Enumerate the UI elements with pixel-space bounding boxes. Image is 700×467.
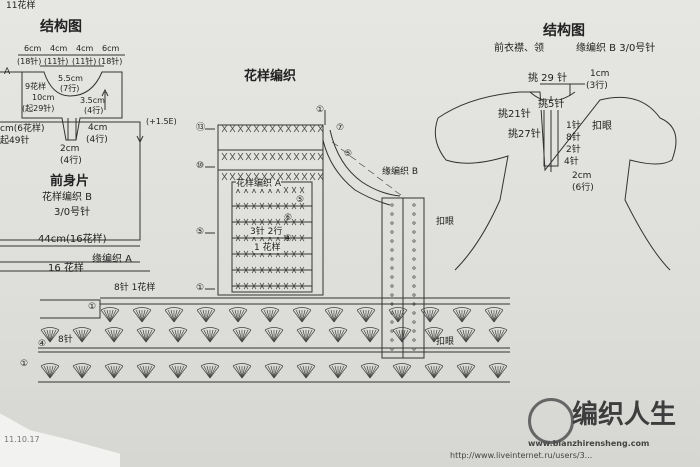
right-8st: 8针 xyxy=(566,133,581,143)
placket-h: 3.5cm xyxy=(80,96,105,105)
needle-size: 3/0号针 xyxy=(54,207,91,218)
edging-b-label: 缘编织 B xyxy=(382,167,419,177)
lower-buttonhole: 扣眼 xyxy=(436,337,455,347)
top-fragment: 11花样 xyxy=(6,1,36,11)
st-top-2: (11针) xyxy=(44,57,69,66)
width-total: 44cm(16花样) xyxy=(38,234,107,245)
dim-top-3: 4cm xyxy=(76,44,94,53)
dim-top-2: 4cm xyxy=(50,44,68,53)
side-h: 10cm xyxy=(32,93,55,102)
side-rows: (起29针) xyxy=(22,104,55,113)
right-row-7: ⑦ xyxy=(336,123,345,133)
waist-stitches: 起49针 xyxy=(0,136,30,146)
bottom-repeat: 8针 1花样 xyxy=(114,283,156,293)
right-row-4: ④ xyxy=(284,234,293,244)
watermark-brand: 编织人生 xyxy=(572,400,677,430)
row-10: ⑩ xyxy=(196,161,205,171)
pattern-b: 花样编织 B xyxy=(42,192,93,203)
right-buttonhole: 扣眼 xyxy=(592,121,612,132)
dim-top-4: 6cm xyxy=(102,44,120,53)
row-1: ① xyxy=(196,283,205,293)
side-marker: ④ xyxy=(38,339,47,349)
center-buttonhole: 扣眼 xyxy=(436,217,455,227)
watermark-url: http://www.liveinternet.ru/users/3... xyxy=(450,451,593,460)
pick-5: 挑5针 xyxy=(538,99,565,110)
pick-29: 挑 29 针 xyxy=(528,73,568,84)
edging-a: 缘编织 A xyxy=(92,254,133,265)
right-row-1: ① xyxy=(316,105,325,115)
left-title: 结构图 xyxy=(40,19,82,35)
st-top-1: (18针) xyxy=(17,57,42,66)
dress-outline xyxy=(437,91,677,271)
lace-band xyxy=(40,299,101,319)
right-subtitle-2: 缘编织 B 3/0号针 xyxy=(576,43,656,54)
waist-width: cm(6花样) xyxy=(0,124,45,134)
row-13: ⑬ xyxy=(196,123,206,133)
center-title: 花样编织 xyxy=(244,69,297,84)
pick-21: 挑21针 xyxy=(498,109,531,120)
a-marker: A xyxy=(4,67,11,77)
bottom-height: 2cm xyxy=(60,144,80,154)
right-bottom-w: 2cm xyxy=(572,171,592,181)
side-st: 9花样 xyxy=(25,82,47,91)
swirl-logo-icon xyxy=(528,398,574,444)
right-4st: 4针 xyxy=(564,157,579,167)
stitch-note: 3针 2行 xyxy=(250,227,283,237)
center-width: 4cm xyxy=(88,123,108,133)
watermark-site: www.bianzhirensheng.com xyxy=(528,439,650,448)
piece-name: 前身片 xyxy=(50,174,90,189)
scan-date: 11.10.17 xyxy=(4,435,40,444)
width-pattern: 16 花样 xyxy=(48,263,84,274)
placket-rows: (4行) xyxy=(84,106,104,115)
front-piece-body xyxy=(0,121,141,241)
right-1st: 1针 xyxy=(566,121,581,131)
row-5: ⑤ xyxy=(196,227,205,237)
right-title: 结构图 xyxy=(543,23,585,39)
center-rows: (4行) xyxy=(86,135,108,145)
st-top-3: (11针) xyxy=(72,57,97,66)
chart-body xyxy=(217,124,324,296)
bottom-marker: ① xyxy=(88,302,97,312)
neck-depth: 5.5cm xyxy=(58,74,83,83)
side-repeat: 8针 xyxy=(58,335,73,345)
pick-29-dim: 1cm xyxy=(590,69,610,79)
right-row-6: ⑥ xyxy=(284,213,293,223)
repeat-note: 1 花样 xyxy=(254,243,281,253)
neck-rows: (7行) xyxy=(60,84,80,93)
pick-29-rows: (3行) xyxy=(586,81,608,91)
right-2st: 2针 xyxy=(566,145,581,155)
bottom-rows: (4行) xyxy=(60,156,82,166)
pick-27: 挑27针 xyxy=(508,129,541,140)
side-marker-2: ① xyxy=(20,359,29,369)
st-top-4: (18针) xyxy=(98,57,123,66)
right-row-5b: ⑤ xyxy=(296,195,305,205)
stitch-symbols xyxy=(40,124,508,379)
right-bottom-st: (6行) xyxy=(572,183,594,193)
right-subtitle: 前衣襟、领 xyxy=(494,43,544,54)
dim-top-1: 6cm xyxy=(24,44,42,53)
right-row-5a: ⑤ xyxy=(344,149,353,159)
pattern-a-label: 花样编织 A xyxy=(236,179,282,189)
plus-rows: (+1.5E) xyxy=(146,117,177,126)
